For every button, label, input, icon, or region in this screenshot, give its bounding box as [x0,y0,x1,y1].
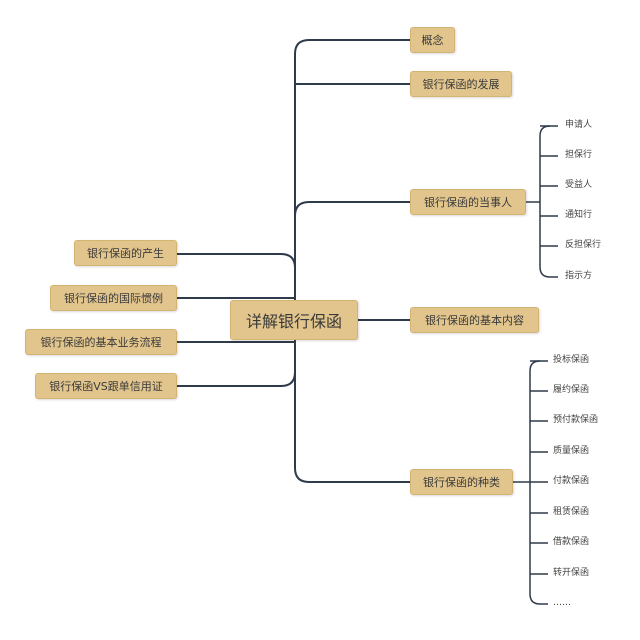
link-types [294,334,410,483]
node-parties[interactable]: 银行保函的当事人 [410,189,526,215]
leaf-ellipsis: …… [553,598,571,608]
node-development[interactable]: 银行保函的发展 [410,71,512,97]
leaf-payment-bond[interactable]: 付款保函 [553,476,590,486]
node-types[interactable]: 银行保函的种类 [410,469,513,495]
leaf-counter-guarantor[interactable]: 反担保行 [565,240,602,250]
node-content[interactable]: 银行保函的基本内容 [410,307,539,333]
leaf-lease-bond[interactable]: 租赁保函 [553,507,590,517]
leaf-advising-bank[interactable]: 通知行 [565,210,593,220]
node-concept[interactable]: 概念 [410,27,455,53]
center-node[interactable]: 详解银行保函 [230,300,358,340]
link-vs [177,371,296,387]
bracket-parties [539,125,551,278]
leaf-guarantor-bank[interactable]: 担保行 [565,150,593,160]
leaf-performance-bond[interactable]: 履约保函 [553,385,590,395]
leaf-transfer-bond[interactable]: 转开保函 [553,568,590,578]
node-origin[interactable]: 银行保函的产生 [74,240,177,266]
leaf-instructing-party[interactable]: 指示方 [565,271,593,281]
link-origin [177,253,296,269]
link-parties [294,201,410,217]
link-concept [294,39,410,306]
leaf-applicant[interactable]: 申请人 [565,120,593,130]
node-practice[interactable]: 银行保函的国际惯例 [50,285,177,311]
node-vs[interactable]: 银行保函VS跟单信用证 [35,373,177,399]
leaf-loan-bond[interactable]: 借款保函 [553,537,590,547]
leaf-bid-bond[interactable]: 投标保函 [553,355,590,365]
leaf-quality-bond[interactable]: 质量保函 [553,446,590,456]
node-process[interactable]: 银行保函的基本业务流程 [25,329,177,355]
leaf-beneficiary[interactable]: 受益人 [565,180,593,190]
leaf-advance-payment-bond[interactable]: 预付款保函 [553,415,599,425]
